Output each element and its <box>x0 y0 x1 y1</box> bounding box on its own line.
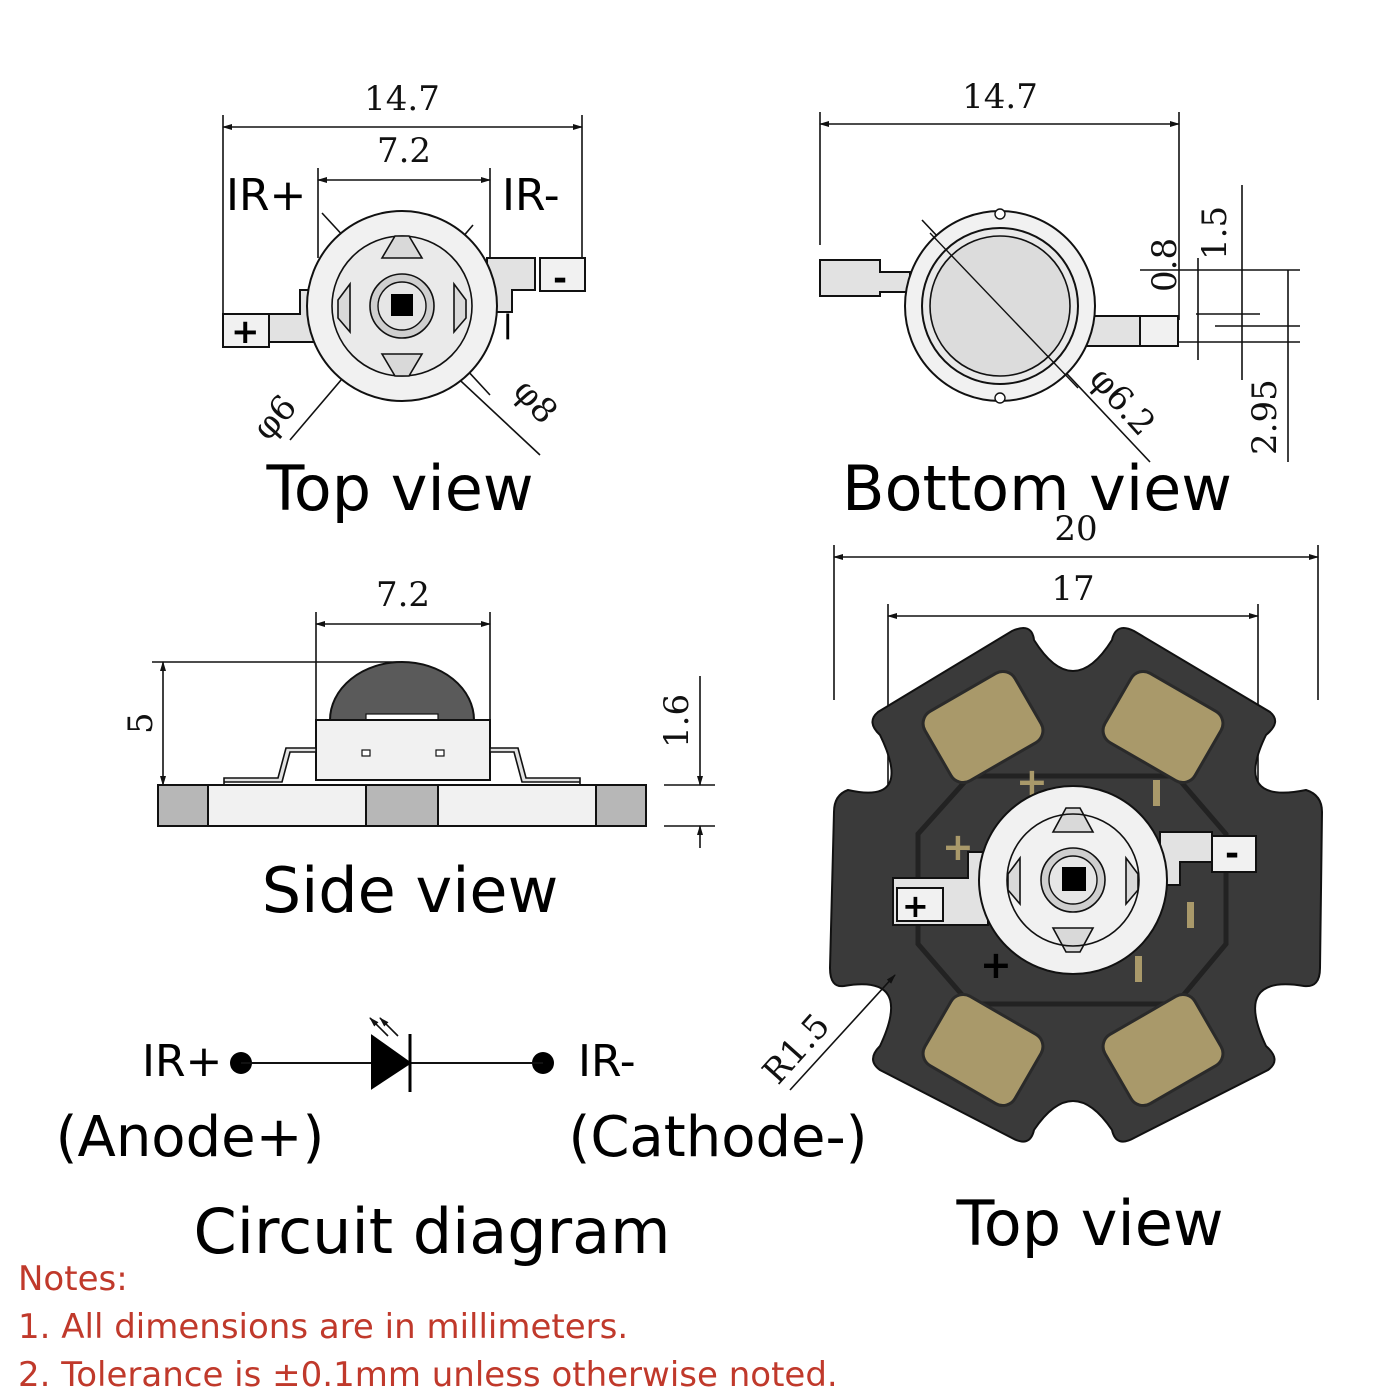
star-led-lens-ring <box>1006 813 1140 947</box>
side-lead-right <box>489 747 581 785</box>
bottom-dim-lead-thick: 0.8 <box>1145 238 1185 292</box>
star-silk-plus-3: + <box>980 943 1012 987</box>
circuit-emission-arrows <box>369 1017 399 1037</box>
circuit-cathode-label: (Cathode-) <box>568 1105 867 1170</box>
star-gold-pads <box>921 669 1225 1108</box>
side-body-slot-left <box>361 749 371 757</box>
star-top-view: 20 17 + + + + - <box>755 509 1324 1260</box>
circuit-right-terminal: IR- <box>578 1036 636 1087</box>
side-base-plate <box>157 784 647 827</box>
circuit-anode-label: (Anode+) <box>56 1105 325 1170</box>
top-lead-minus-sign: - <box>553 259 567 299</box>
star-silk-minus-3 <box>1135 956 1142 982</box>
notes-heading: Notes: <box>18 1259 128 1299</box>
star-dim-inner: 17 <box>1051 569 1094 609</box>
circuit-title: Circuit diagram <box>193 1195 670 1268</box>
top-dim-width-lens: 7.2 <box>377 131 431 171</box>
side-lead-left <box>223 747 317 785</box>
side-view-dimensions <box>152 612 715 848</box>
star-radius-leader <box>789 974 896 1091</box>
star-pad-bottom-right <box>1101 992 1225 1108</box>
side-body-slot-right <box>435 749 445 757</box>
top-dim-dia-inner: φ6 <box>245 387 305 448</box>
star-dim-outer: 20 <box>1054 509 1097 549</box>
top-label-ir-plus: IR+ <box>226 170 306 221</box>
star-pad-top-right <box>1101 669 1225 785</box>
star-silk-minus-2 <box>1187 902 1194 928</box>
notes-block: Notes: 1. All dimensions are in millimet… <box>18 1255 838 1399</box>
side-dome <box>328 661 476 721</box>
top-view-led: 14.7 7.2 IR+ IR- + - | φ6 φ8 Top view <box>222 79 586 525</box>
top-dim-dia-outer: φ8 <box>505 371 565 432</box>
circuit-left-terminal: IR+ <box>142 1036 222 1087</box>
bottom-dim-width-total: 14.7 <box>962 77 1038 117</box>
bottom-diameter-line <box>929 232 1079 389</box>
bottom-view-title: Bottom view <box>842 452 1232 525</box>
bottom-hole-bottom <box>994 392 1006 404</box>
side-dim-base: 1.6 <box>657 694 697 748</box>
bottom-dim-lead-offset: 2.95 <box>1245 379 1285 455</box>
top-led-petals <box>337 235 467 377</box>
circuit-diagram: IR+ IR- (Anode+) (Cathode-) Circuit diag… <box>56 1017 868 1268</box>
notes-line-2: 2. Tolerance is ±0.1mm unless otherwise … <box>18 1355 838 1395</box>
top-view-title: Top view <box>265 452 533 525</box>
star-lead-minus-sign: - <box>1225 834 1239 874</box>
star-silk-minus-1 <box>1153 780 1160 806</box>
star-pad-top-left <box>921 669 1045 785</box>
notes-line-1: 1. All dimensions are in millimeters. <box>18 1307 629 1347</box>
side-dim-height: 5 <box>121 712 161 734</box>
top-dim-width-total: 14.7 <box>364 79 440 119</box>
bottom-dim-lead-width: 1.5 <box>1195 206 1235 260</box>
star-view-title: Top view <box>955 1187 1223 1260</box>
top-lead-plus-sign: + <box>231 312 260 352</box>
side-body <box>315 719 491 781</box>
bottom-view: 14.7 0.8 1.5 2.95 φ6.2 Bottom view <box>819 77 1300 525</box>
star-led-leads <box>892 831 1257 926</box>
bottom-hole-top <box>994 208 1006 220</box>
side-dim-lens-width: 7.2 <box>376 575 430 615</box>
side-view: 7.2 5 1.6 Side view <box>121 575 715 927</box>
star-pad-bottom-left <box>921 992 1045 1108</box>
star-led-die <box>1062 867 1086 891</box>
star-dim-radius: R1.5 <box>755 1006 838 1092</box>
circuit-diode-triangle <box>371 1034 412 1090</box>
top-label-ir-minus: IR- <box>502 170 560 221</box>
star-lead-plus-sign: + <box>902 887 929 925</box>
top-body-minus-bar: | <box>503 310 513 340</box>
top-led-die <box>391 294 413 316</box>
bottom-leads <box>819 259 1179 347</box>
side-view-title: Side view <box>262 854 559 927</box>
